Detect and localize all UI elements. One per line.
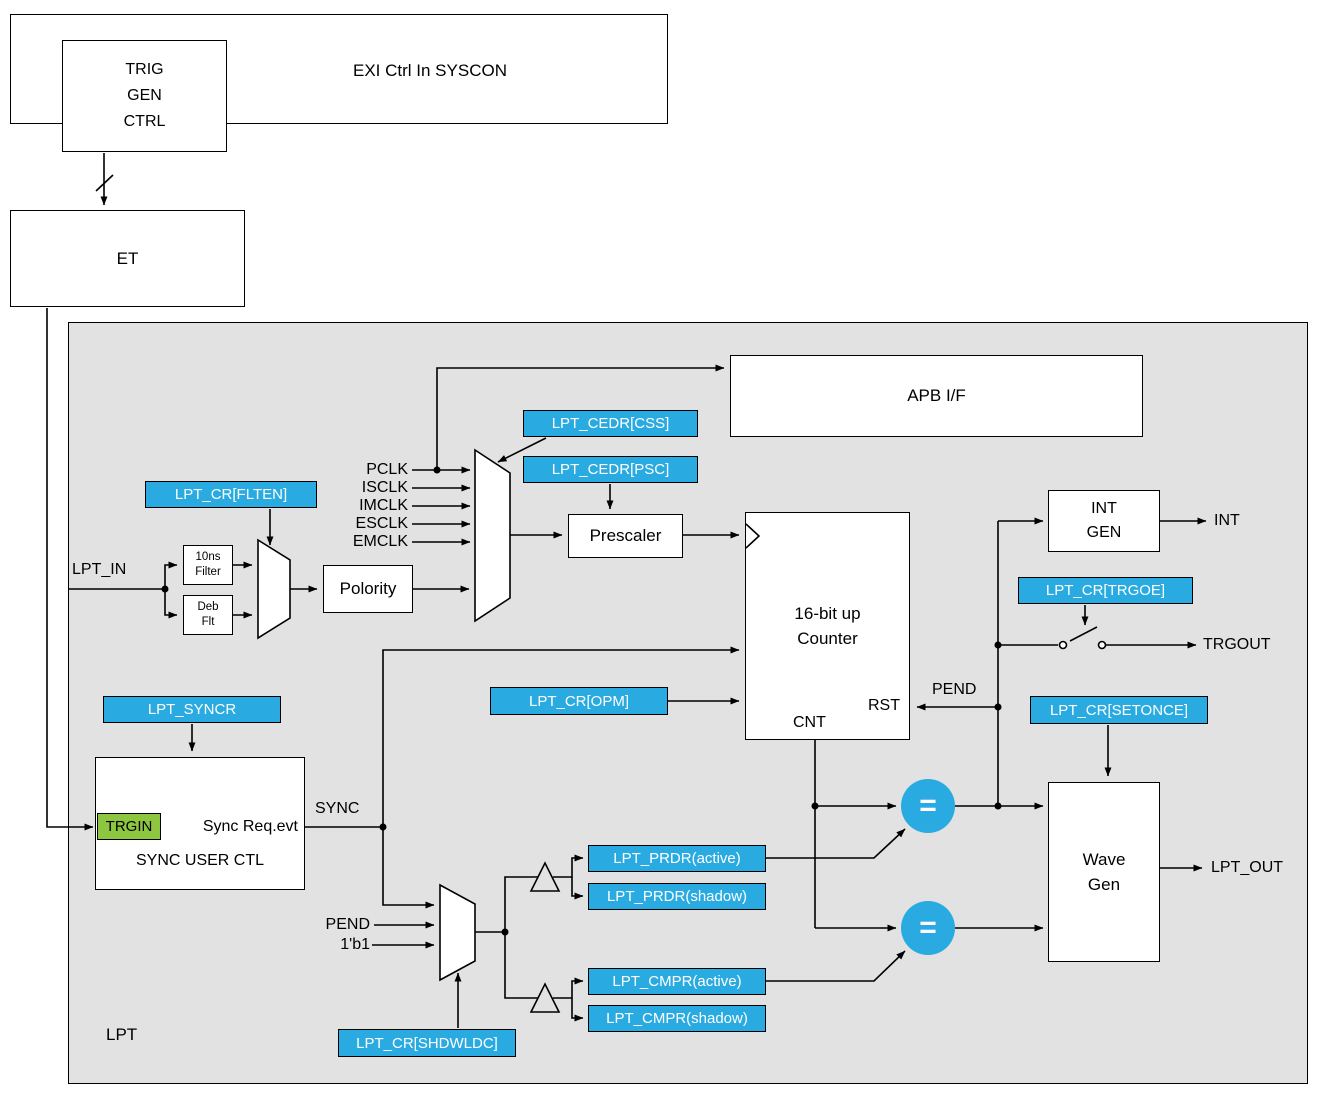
reg-cr-setonce: LPT_CR[SETONCE]	[1030, 696, 1208, 724]
trig-gen-ctrl-box: TRIG GEN CTRL	[62, 40, 227, 152]
int-output-label: INT	[1214, 512, 1240, 529]
et-label: ET	[116, 248, 139, 268]
reg-cedr-psc: LPT_CEDR[PSC]	[523, 456, 698, 483]
deb-flt-box: Deb Flt	[183, 595, 233, 635]
latch-triangle-prdr	[529, 854, 584, 900]
reg-syncr: LPT_SYNCR	[103, 696, 281, 723]
trgin-label: TRGIN	[105, 818, 153, 835]
sync-user-ctl-label: SYNC USER CTL	[135, 852, 265, 869]
exi-syscon-title: EXI Ctrl In SYSCON	[353, 61, 507, 80]
reg-cmpr-active: LPT_CMPR(active)	[588, 968, 766, 995]
comparator-period: =	[901, 779, 955, 833]
wire-cedr-css	[497, 437, 547, 463]
pend-rst-label: PEND	[932, 681, 977, 698]
const1-label: 1'b1	[340, 936, 370, 953]
filter-10ns-box: 10ns Filter	[183, 545, 233, 585]
mux-clock-select	[474, 448, 511, 623]
comparator-compare-eq: =	[919, 911, 937, 944]
wire-prdr-to-comp1	[766, 828, 906, 859]
mux-filter-select	[257, 538, 291, 640]
prescaler-box: Prescaler	[568, 514, 683, 558]
trig-gen-ctrl-line3: CTRL	[123, 112, 166, 130]
reg-cr-opm: LPT_CR[OPM]	[490, 687, 668, 715]
reg-cr-flten: LPT_CR[FLTEN]	[145, 481, 317, 508]
lpt-caption: LPT	[106, 1025, 138, 1044]
counter-box: 16-bit up Counter	[745, 512, 910, 740]
int-gen-line1: INT	[1091, 500, 1117, 517]
wire-sync	[305, 646, 740, 909]
wire-clock-inputs	[412, 466, 471, 546]
wave-gen-line2: Gen	[1087, 875, 1121, 894]
wire-trig-to-et	[95, 153, 114, 206]
trgin-box: TRGIN	[97, 813, 161, 840]
wire-lptin	[68, 561, 178, 619]
clock-label-emclk: EMCLK	[352, 533, 408, 550]
counter-clock-symbol	[746, 523, 761, 549]
deb-flt-line2: Flt	[201, 616, 215, 628]
trig-gen-ctrl-line2: GEN	[127, 87, 162, 105]
polority-label: Polority	[339, 579, 397, 599]
int-gen-line2: GEN	[1086, 524, 1122, 541]
apb-if-box: APB I/F	[730, 355, 1143, 437]
lpt-in-label: LPT_IN	[72, 561, 127, 578]
reg-prdr-shadow: LPT_PRDR(shadow)	[588, 883, 766, 910]
mux-shadow-load	[439, 883, 476, 982]
deb-flt-line1: Deb	[197, 601, 219, 614]
filter-10ns-line2: Filter	[195, 566, 221, 578]
sync-req-evt-label: Sync Req.evt	[202, 818, 298, 835]
wave-gen-line1: Wave	[1082, 849, 1126, 869]
counter-line1: 16-bit up	[794, 603, 861, 623]
prescaler-label: Prescaler	[589, 526, 662, 546]
polority-box: Polority	[323, 565, 413, 613]
wire-et-to-trgin	[46, 308, 94, 831]
pend-mux-label: PEND	[325, 916, 370, 933]
trig-gen-ctrl-line1: TRIG	[125, 61, 164, 79]
clock-label-esclk: ESCLK	[355, 515, 408, 532]
clock-label-isclk: ISCLK	[361, 479, 408, 496]
counter-cnt-label: CNT	[793, 714, 826, 731]
lpt-out-output-label: LPT_OUT	[1211, 859, 1284, 876]
wire-filter-outputs	[233, 561, 253, 619]
wire-shadowmux-out	[475, 876, 546, 999]
bus-slash	[95, 174, 114, 192]
apb-if-label: APB I/F	[907, 386, 966, 406]
sync-label: SYNC	[315, 800, 360, 817]
reg-cmpr-shadow: LPT_CMPR(shadow)	[588, 1005, 766, 1032]
int-gen-box: INT GEN	[1048, 490, 1160, 552]
wave-gen-box: Wave Gen	[1048, 782, 1160, 962]
trgout-switch	[1058, 626, 1197, 650]
counter-line2: Counter	[797, 629, 858, 648]
wire-pclk-to-apb	[436, 364, 725, 470]
reg-cr-trgoe: LPT_CR[TRGOE]	[1018, 577, 1193, 604]
latch-triangle-cmpr	[529, 977, 584, 1022]
comparator-period-eq: =	[919, 789, 937, 822]
reg-prdr-active: LPT_PRDR(active)	[588, 845, 766, 872]
wire-cmpr-to-comp2	[766, 950, 906, 982]
reg-cr-shdwldc: LPT_CR[SHDWLDC]	[338, 1029, 516, 1057]
junction-dots	[161, 466, 1002, 936]
reg-cedr-css: LPT_CEDR[CSS]	[523, 410, 698, 437]
wire-pend-vertical	[916, 517, 1058, 806]
et-box: ET	[10, 210, 245, 307]
filter-10ns-line1: 10ns	[195, 551, 221, 564]
wire-cnt	[814, 740, 897, 932]
clock-label-pclk: PCLK	[366, 461, 408, 478]
comparator-compare: =	[901, 901, 955, 955]
counter-rst-label: RST	[868, 697, 900, 714]
trgout-output-label: TRGOUT	[1203, 636, 1271, 653]
clock-label-imclk: IMCLK	[359, 497, 408, 514]
